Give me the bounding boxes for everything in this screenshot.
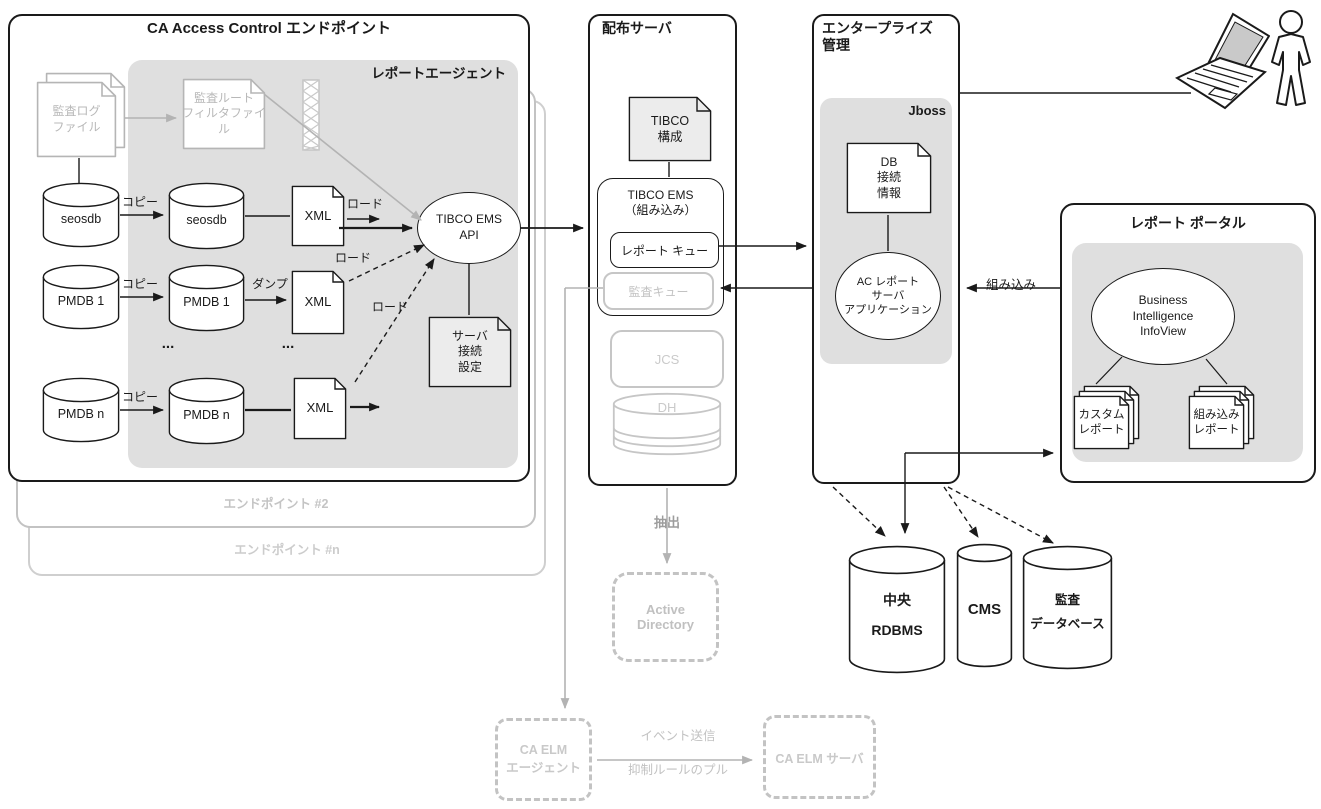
central-rdbms-label: 中央 RDBMS [871, 592, 923, 638]
audit-db-cylinder: 監査 データベース [1022, 545, 1113, 670]
central-rdbms-cylinder: 中央 RDBMS [848, 545, 946, 674]
row-ellipsis-1: ... [161, 334, 175, 352]
custom-reports-label: カスタム レポート [1078, 408, 1125, 436]
xml-doc-2: XML [291, 270, 345, 335]
tibco-ems-label: TIBCO EMS （組み込み） [624, 188, 697, 217]
seosdb-cylinder: seosdb [42, 182, 120, 248]
copy-label-3: コピー [121, 389, 158, 404]
pmdbn-cylinder: PMDB n [42, 377, 120, 443]
builtin-reports-stack: 組み込み レポート [1188, 385, 1255, 450]
pmdbn-label: PMDB n [57, 406, 105, 421]
row-ellipsis-2: ... [281, 334, 295, 352]
jcs-box: JCS [610, 330, 724, 388]
bi-infoview-ellipse: Business Intelligence InfoView [1091, 268, 1235, 365]
ac-report-server-ellipse: AC レポート サーバ アプリケーション [835, 252, 941, 340]
dh-label: DH [657, 400, 677, 415]
enterprise-title: エンタープライズ 管理 [822, 20, 933, 53]
load-label-1: ロード [346, 196, 383, 211]
copy-label-2: コピー [121, 276, 158, 291]
active-directory-box: Active Directory [612, 572, 719, 662]
custom-reports-stack: カスタム レポート [1073, 385, 1140, 450]
audit-root-filter-label: 監査ルート フィルタファイル [182, 90, 266, 136]
load-label-3: ロード [371, 299, 408, 314]
endpoint-stack2-label: エンドポイント #2 [223, 497, 329, 512]
endpoint-stackn-label: エンドポイント #n [234, 543, 340, 558]
report-queue: レポート キュー [610, 232, 719, 268]
pmdb1-label: PMDB 1 [57, 293, 105, 308]
ca-elm-server-box: CA ELM サーバ [763, 715, 876, 799]
audit-root-filter-doc: 監査ルート フィルタファイル [182, 78, 266, 150]
dh-cylinder: DH [612, 392, 722, 456]
laptop-icon [1174, 10, 1271, 120]
cms-cylinder: CMS [956, 543, 1013, 668]
tibco-config-doc: TIBCO 構成 [628, 96, 712, 162]
report-portal-title: レポート ポータル [1130, 215, 1246, 232]
embed-label: 組み込み [985, 277, 1036, 292]
xml-doc-3: XML [293, 377, 347, 440]
db-connection-doc: DB 接続 情報 [846, 142, 932, 214]
ca-elm-agent-box: CA ELM エージェント [495, 718, 592, 801]
tibco-ems-api-ellipse: TIBCO EMS API [417, 192, 521, 264]
db-connection-label: DB 接続 情報 [876, 154, 901, 200]
rule-pull-label: 抑制ルールのプル [627, 762, 728, 777]
seosdb-copy-cylinder: seosdb [168, 182, 245, 250]
event-send-label: イベント送信 [640, 728, 716, 743]
xml-doc-3-label: XML [306, 400, 334, 416]
extract-label: 抽出 [653, 514, 680, 530]
pmdb1-cylinder: PMDB 1 [42, 264, 120, 330]
jboss-label: Jboss [908, 102, 946, 118]
xml-doc-2-label: XML [304, 294, 332, 310]
endpoint-title: CA Access Control エンドポイント [147, 19, 391, 37]
load-label-2: ロード [334, 250, 371, 265]
cms-label: CMS [967, 600, 1002, 618]
builtin-reports-label: 組み込み レポート [1193, 408, 1240, 436]
server-connection-label: サーバ 接続 設定 [452, 328, 488, 374]
xml-doc-1: XML [291, 185, 345, 247]
pmdbn-copy-cylinder: PMDB n [168, 377, 245, 445]
report-agent-title: レポートエージェント [371, 65, 506, 81]
copy-label-1: コピー [121, 194, 158, 209]
pmdbn-copy-label: PMDB n [183, 407, 230, 422]
seosdb-label: seosdb [60, 211, 102, 226]
dump-label: ダンプ [252, 276, 288, 291]
distribution-server-title: 配布サーバ [602, 20, 672, 37]
audit-queue: 監査キュー [603, 272, 714, 310]
audit-log-file-doc: 監査ログ ファイル [36, 72, 126, 158]
tibco-config-label: TIBCO 構成 [650, 113, 690, 144]
xml-doc-1-label: XML [304, 207, 332, 223]
audit-log-file-label: 監査ログ ファイル [52, 103, 101, 134]
pmdb1-copy-label: PMDB 1 [183, 294, 230, 309]
server-connection-doc: サーバ 接続 設定 [428, 316, 512, 388]
audit-db-label: 監査 データベース [1030, 592, 1105, 631]
user-icon [1264, 8, 1320, 112]
pmdb1-copy-cylinder: PMDB 1 [168, 264, 245, 332]
seosdb-copy-label: seosdb [186, 212, 227, 227]
